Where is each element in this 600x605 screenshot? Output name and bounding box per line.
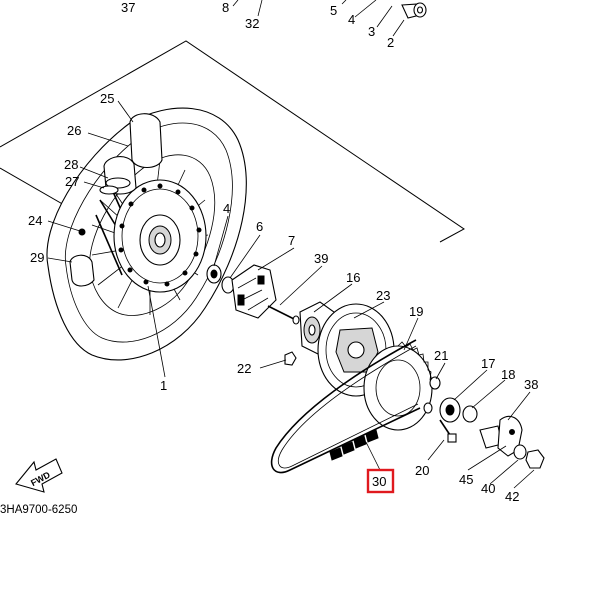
callout-6: 6: [256, 219, 263, 234]
callout-20: 20: [415, 463, 429, 478]
callout-42: 42: [505, 489, 519, 504]
callout-32: 32: [245, 16, 259, 31]
callout-24: 24: [28, 213, 42, 228]
top-parts-group: [232, 0, 427, 37]
callout-25: 25: [100, 91, 114, 106]
callout-28: 28: [64, 157, 78, 172]
callout-1: 1: [160, 378, 167, 393]
callout-30: 30: [372, 474, 386, 489]
callout-4-top: 4: [348, 12, 355, 27]
callout-8: 8: [222, 0, 229, 15]
callout-19: 19: [409, 304, 423, 319]
callout-37: 37: [121, 0, 135, 15]
callout-40: 40: [481, 481, 495, 496]
drawing-code: 3HA9700-6250: [0, 504, 77, 516]
callout-21: 21: [434, 348, 448, 363]
highlight-box-part-30: [366, 468, 395, 494]
drive-chain: [270, 339, 421, 474]
callout-23: 23: [376, 288, 390, 303]
callout-22: 22: [237, 361, 251, 376]
callout-16: 16: [346, 270, 360, 285]
callout-2: 2: [387, 35, 394, 50]
disc-holes: [118, 183, 202, 287]
callout-3: 3: [368, 24, 375, 39]
callout-39: 39: [314, 251, 328, 266]
sprocket-assembly: [284, 303, 545, 469]
callout-7: 7: [288, 233, 295, 248]
sprocket-teeth: [397, 341, 434, 384]
callout-27: 27: [65, 174, 79, 189]
callout-4: 4: [223, 201, 230, 216]
axle-parts: [206, 264, 337, 355]
callout-45: 45: [459, 472, 473, 487]
callout-5: 5: [330, 3, 337, 18]
callout-18: 18: [501, 367, 515, 382]
rear-wheel-assembly: [46, 107, 247, 361]
forward-direction-arrow: FWD: [15, 458, 63, 493]
callout-26: 26: [67, 123, 81, 138]
callout-labels: 37 8 32 5 4 3 2 25 26 28 27 24 29 4 6 7 …: [28, 0, 538, 504]
callout-38: 38: [524, 377, 538, 392]
callout-29: 29: [30, 250, 44, 265]
chain-link-section: [329, 429, 379, 461]
leader-lines: [47, 100, 535, 489]
callout-17: 17: [481, 356, 495, 371]
